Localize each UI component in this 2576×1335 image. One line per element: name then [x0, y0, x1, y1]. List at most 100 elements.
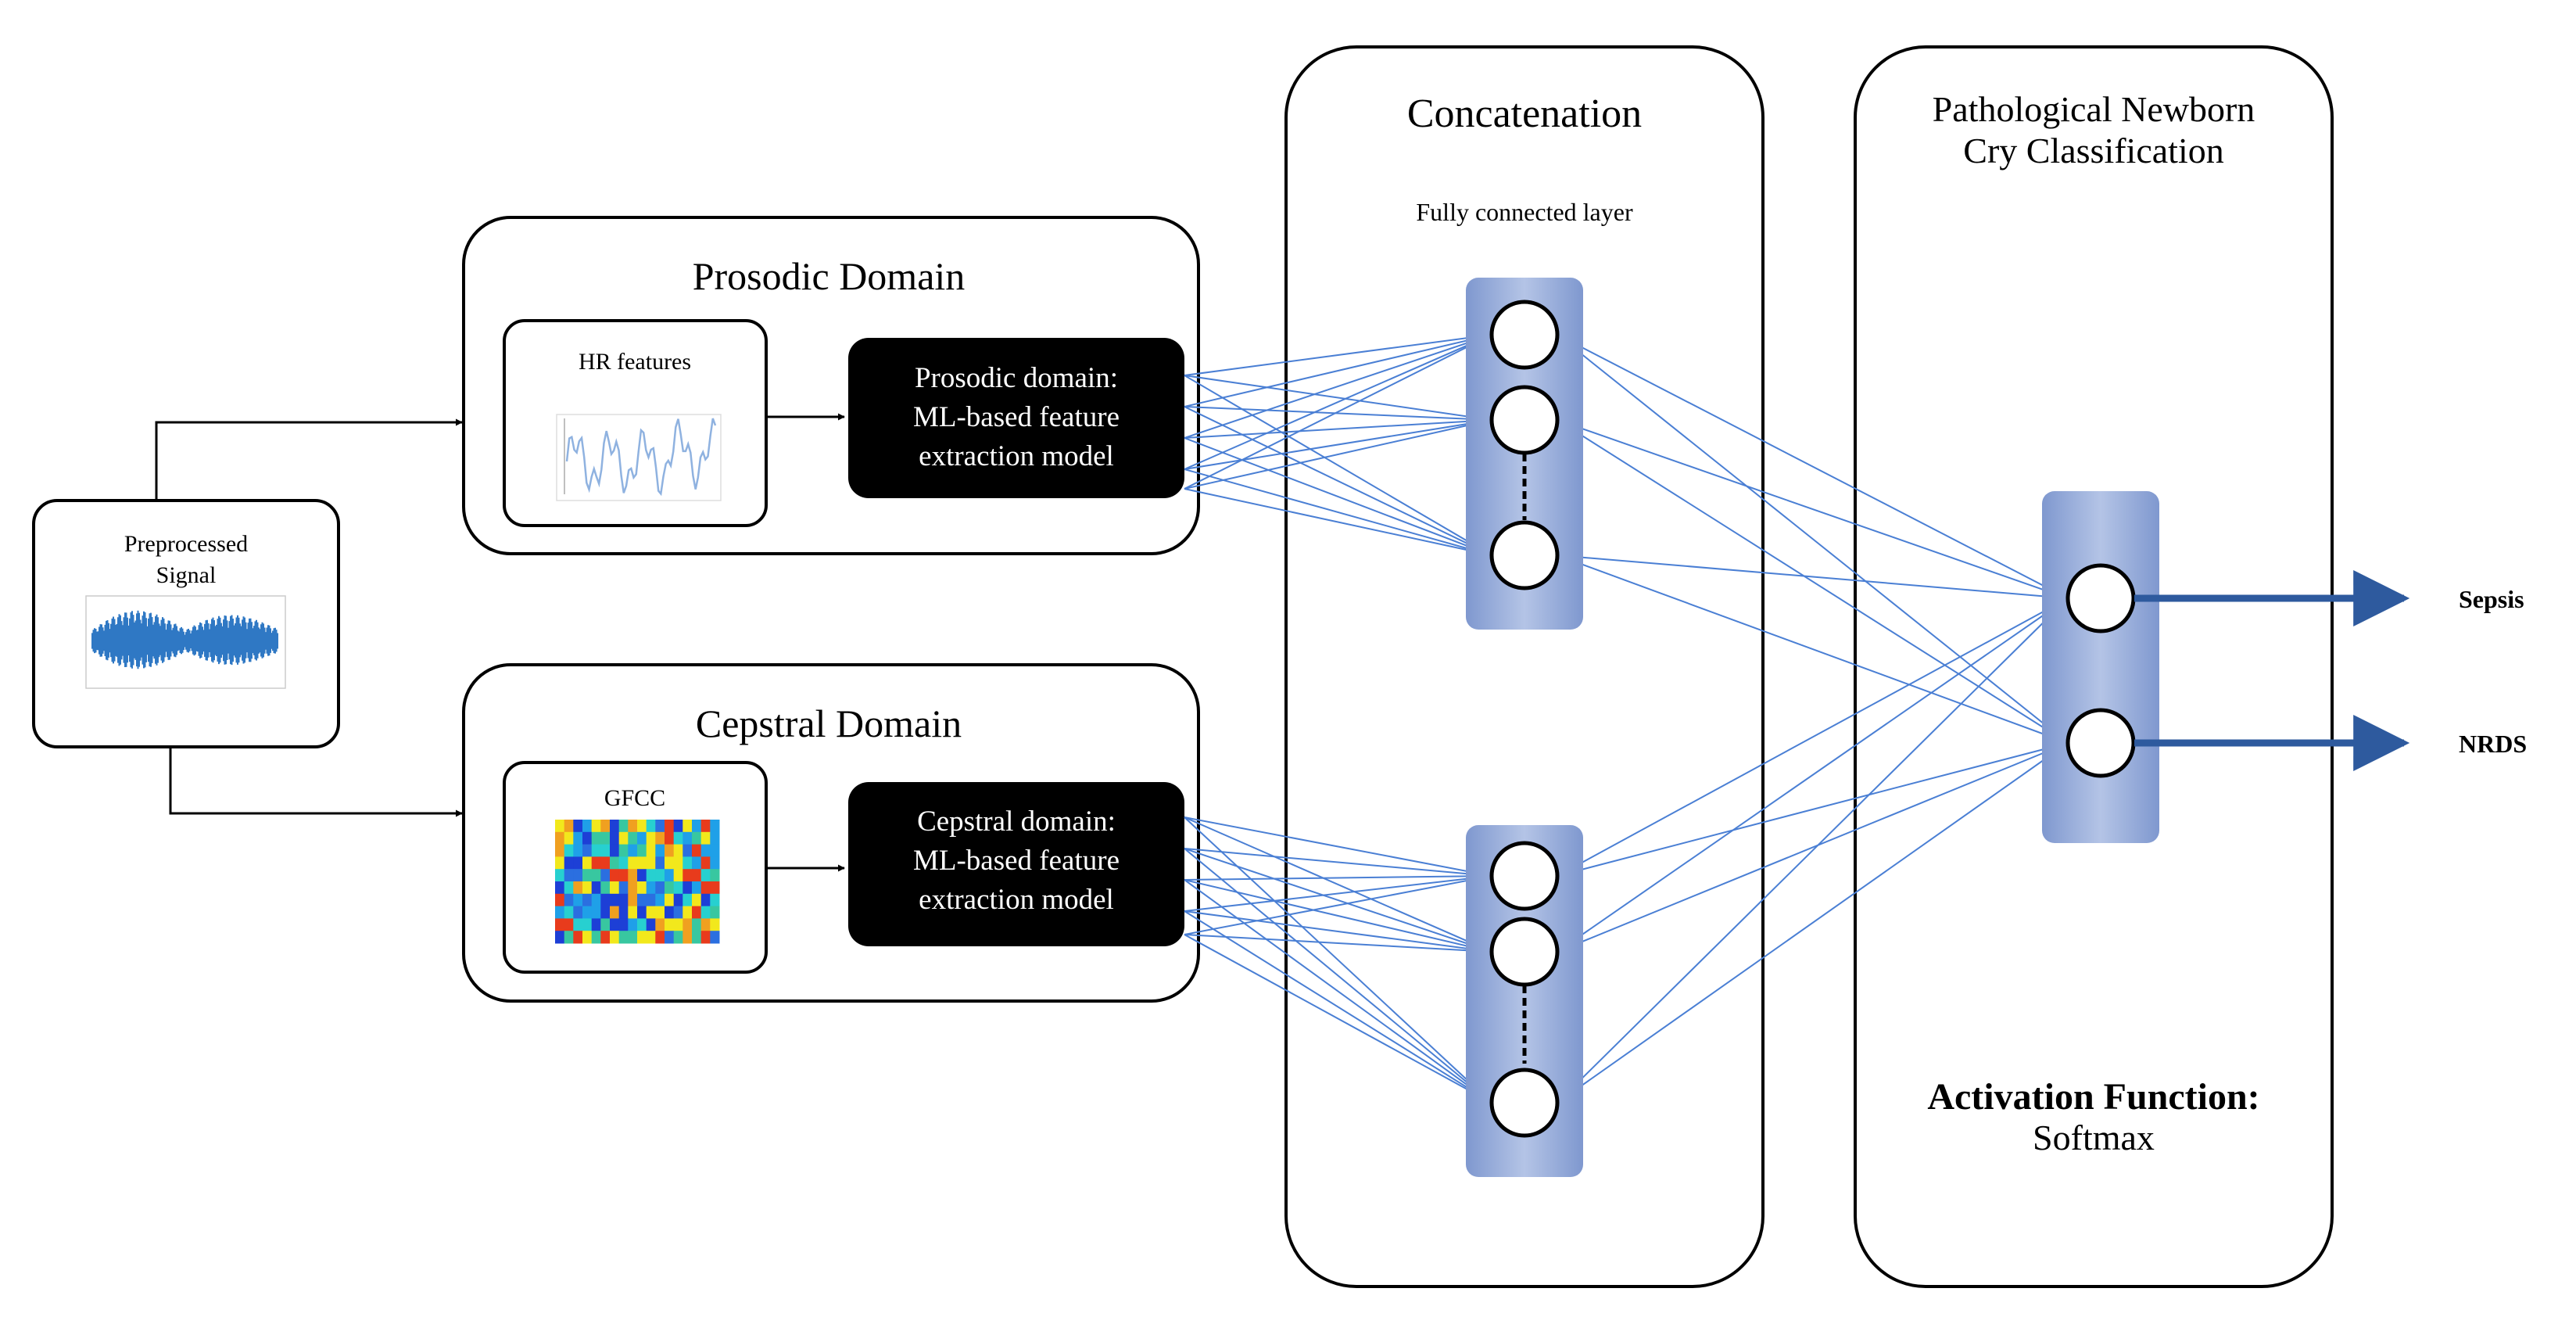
heatmap-cell	[665, 831, 675, 845]
connection-line	[1184, 816, 1492, 877]
heatmap-cell	[573, 820, 583, 833]
heatmap-cell	[610, 820, 620, 833]
heatmap-cell	[646, 906, 656, 919]
output-label-sepsis: Sepsis	[2459, 585, 2524, 613]
heatmap-cell	[665, 931, 675, 944]
connection-line	[1184, 848, 1492, 1104]
heatmap-cell	[665, 820, 675, 833]
heatmap-cell	[573, 831, 583, 845]
heatmap-cell	[582, 918, 593, 931]
heatmap-cell	[618, 844, 629, 857]
heatmap-cell	[673, 856, 683, 870]
heatmap-cell	[673, 820, 683, 833]
cepstral-model-box	[848, 782, 1184, 946]
input-to-cepstral-arrow	[169, 747, 463, 817]
heatmap-cell	[655, 820, 665, 833]
heatmap-cell	[610, 881, 620, 895]
heatmap-cell	[665, 906, 675, 919]
connection-line	[1184, 934, 1492, 953]
heatmap-cell	[610, 918, 620, 931]
heatmap-cell	[555, 869, 565, 882]
connection-line	[1184, 879, 1492, 1104]
heatmap-cell	[692, 918, 702, 931]
heatmap-cell	[628, 869, 638, 882]
cepstral-model-line-3: extraction model	[919, 884, 1114, 916]
heatmap-cell	[683, 869, 693, 882]
heatmap-cell	[591, 906, 601, 919]
heatmap-cell	[582, 856, 593, 870]
heatmap-cell	[700, 906, 711, 919]
connection-line	[1184, 910, 1492, 953]
heatmap-cell	[591, 881, 601, 895]
heatmap-cell	[665, 856, 675, 870]
classification-title-1: Pathological Newborn	[1933, 89, 2255, 129]
heatmap-cell	[582, 881, 593, 895]
heatmap-cell	[600, 893, 611, 907]
heatmap-cell	[591, 856, 601, 870]
heatmap-cell	[637, 831, 647, 845]
heatmap-cell	[555, 918, 565, 931]
heatmap-cell	[673, 844, 683, 857]
heatmap-cell	[655, 918, 665, 931]
heatmap-cell	[600, 831, 611, 845]
gfcc-label: GFCC	[604, 785, 665, 811]
heatmap-cell	[582, 844, 593, 857]
classification-title-2: Cry Classification	[1963, 131, 2223, 170]
heatmap-cell	[710, 869, 720, 882]
heatmap-cell	[700, 918, 711, 931]
heatmap-cell	[665, 844, 675, 857]
heatmap-cell	[555, 831, 565, 845]
heatmap-cell	[618, 831, 629, 845]
heatmap-cell	[710, 831, 720, 845]
heatmap-cell	[637, 918, 647, 931]
heatmap-cell	[692, 869, 702, 882]
connection-line	[1557, 598, 2069, 953]
activation-function-value: Softmax	[2033, 1118, 2155, 1157]
heatmap-cell	[683, 881, 693, 895]
connection-line	[1557, 334, 2069, 744]
heatmap-cell	[673, 881, 683, 895]
heatmap-cell	[555, 881, 565, 895]
connection-line	[1184, 934, 1492, 1104]
heatmap-cell	[591, 820, 601, 833]
heatmap-cell	[692, 906, 702, 919]
connection-line	[1184, 437, 1492, 556]
hr-features-label: HR features	[579, 349, 691, 375]
heatmap-cell	[564, 893, 574, 907]
heatmap-cell	[582, 931, 593, 944]
heatmap-cell	[637, 881, 647, 895]
heatmap-cell	[600, 856, 611, 870]
output-label-nrds: NRDS	[2459, 730, 2527, 758]
heatmap-cell	[655, 869, 665, 882]
heatmap-cell	[655, 906, 665, 919]
connection-line	[1557, 554, 2069, 599]
fc-bottom-node-3	[1489, 1068, 1560, 1138]
connection-line	[1184, 879, 1492, 953]
heatmap-cell	[618, 918, 629, 931]
concatenation-title: Concatenation	[1407, 92, 1642, 136]
connection-line	[1557, 554, 2069, 744]
connection-line	[1184, 875, 1492, 912]
heatmap-cell	[646, 881, 656, 895]
prosodic-model-line-2: ML-based feature	[913, 401, 1120, 433]
heatmap-cell	[637, 856, 647, 870]
connection-line	[1184, 334, 1492, 407]
connection-line	[1184, 334, 1492, 439]
output-column	[2042, 491, 2159, 843]
heatmap-cell	[710, 918, 720, 931]
heatmap-cell	[683, 820, 693, 833]
heatmap-cell	[628, 820, 638, 833]
heatmap-cell	[600, 844, 611, 857]
connection-line	[1184, 910, 1492, 1104]
heatmap-cell	[600, 931, 611, 944]
heatmap-cell	[610, 844, 620, 857]
heatmap-cell	[683, 856, 693, 870]
heatmap-cell	[683, 844, 693, 857]
connection-line	[1184, 375, 1492, 421]
heatmap-cell	[573, 844, 583, 857]
output-node-nrds	[2065, 708, 2136, 778]
heatmap-cell	[673, 906, 683, 919]
fully-connected-label: Fully connected layer	[1416, 198, 1633, 226]
heatmap-cell	[555, 906, 565, 919]
